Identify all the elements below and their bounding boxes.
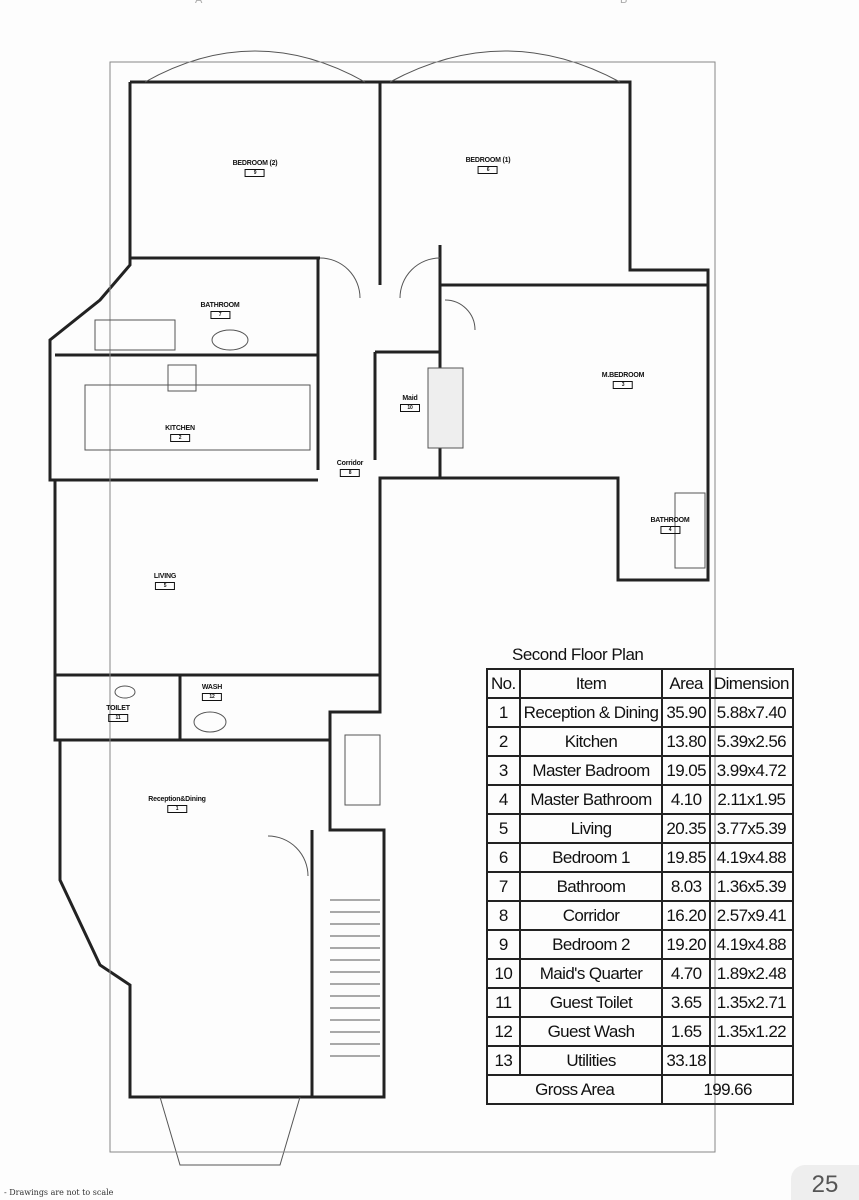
cell-item: Corridor — [518, 900, 664, 931]
cell-dimension: 1.89x2.48 — [708, 958, 794, 989]
header-no: No. — [486, 668, 521, 699]
cell-no: 9 — [486, 929, 521, 960]
cell-area: 1.65 — [661, 1016, 711, 1047]
gross-area-label: Gross Area — [485, 1074, 664, 1105]
cell-no: 7 — [486, 871, 521, 902]
cell-no: 13 — [486, 1045, 521, 1076]
cell-area: 16.20 — [661, 900, 711, 931]
cell-dimension: 3.77x5.39 — [708, 813, 794, 844]
cell-item: Guest Wash — [518, 1016, 664, 1047]
cell-item: Guest Toilet — [518, 987, 664, 1018]
cell-no: 4 — [486, 784, 521, 815]
grid-label-b: B — [620, 0, 628, 6]
cell-dimension: 1.35x2.71 — [708, 987, 794, 1018]
cell-item: Utilities — [518, 1045, 664, 1076]
cell-area: 20.35 — [661, 813, 711, 844]
cell-area: 19.85 — [661, 842, 711, 873]
gross-area-row: Gross Area 199.66 — [485, 1074, 794, 1105]
cell-area: 19.05 — [661, 755, 711, 786]
cell-area: 19.20 — [661, 929, 711, 960]
cell-dimension: 2.57x9.41 — [708, 900, 794, 931]
cell-dimension: 2.11x1.95 — [708, 784, 794, 815]
cell-dimension: 1.36x5.39 — [708, 871, 794, 902]
cell-area: 4.70 — [661, 958, 711, 989]
cell-no: 2 — [486, 726, 521, 757]
cell-no: 10 — [486, 958, 521, 989]
cell-area: 35.90 — [661, 697, 711, 728]
cell-dimension: 1.35x1.22 — [708, 1016, 794, 1047]
cell-dimension: 3.99x4.72 — [708, 755, 794, 786]
cell-no: 12 — [486, 1016, 521, 1047]
header-dimension: Dimension — [708, 668, 794, 699]
room-label-bedroom-2: BEDROOM (2)9 — [232, 160, 278, 177]
cell-dimension: 5.88x7.40 — [708, 697, 794, 728]
grid-label-a: A — [195, 0, 203, 6]
cell-no: 11 — [486, 987, 521, 1018]
cell-item: Bedroom 2 — [518, 929, 664, 960]
cell-item: Master Bathroom — [518, 784, 664, 815]
cell-no: 6 — [486, 842, 521, 873]
gross-area-value: 199.66 — [661, 1074, 794, 1105]
cell-area: 8.03 — [661, 871, 711, 902]
cell-no: 5 — [486, 813, 521, 844]
cell-dimension: 5.39x2.56 — [708, 726, 794, 757]
header-item: Item — [518, 668, 664, 699]
page-number: 25 — [791, 1165, 859, 1200]
schedule-title: Second Floor Plan — [512, 645, 644, 664]
cell-item: Master Badroom — [518, 755, 664, 786]
room-label-bedroom-1: BEDROOM (1)6 — [465, 157, 511, 174]
cell-area: 13.80 — [661, 726, 711, 757]
cell-no: 8 — [486, 900, 521, 931]
cell-dimension: 4.19x4.88 — [708, 929, 794, 960]
cell-item: Reception & Dining — [518, 697, 664, 728]
cell-no: 3 — [486, 755, 521, 786]
cell-dimension — [708, 1045, 794, 1076]
cell-area: 4.10 — [661, 784, 711, 815]
cell-item: Maid's Quarter — [518, 958, 664, 989]
cell-area: 3.65 — [661, 987, 711, 1018]
cell-item: Bedroom 1 — [518, 842, 664, 873]
footer-note: - Drawings are not to scale — [4, 1188, 114, 1197]
cell-area: 33.18 — [661, 1045, 711, 1076]
cell-item: Living — [518, 813, 664, 844]
cell-item: Bathroom — [518, 871, 664, 902]
table-header-row: No. Item Area Dimension — [486, 668, 794, 699]
header-area: Area — [661, 668, 711, 699]
cell-item: Kitchen — [518, 726, 664, 757]
cell-dimension: 4.19x4.88 — [708, 842, 794, 873]
cell-no: 1 — [486, 697, 521, 728]
